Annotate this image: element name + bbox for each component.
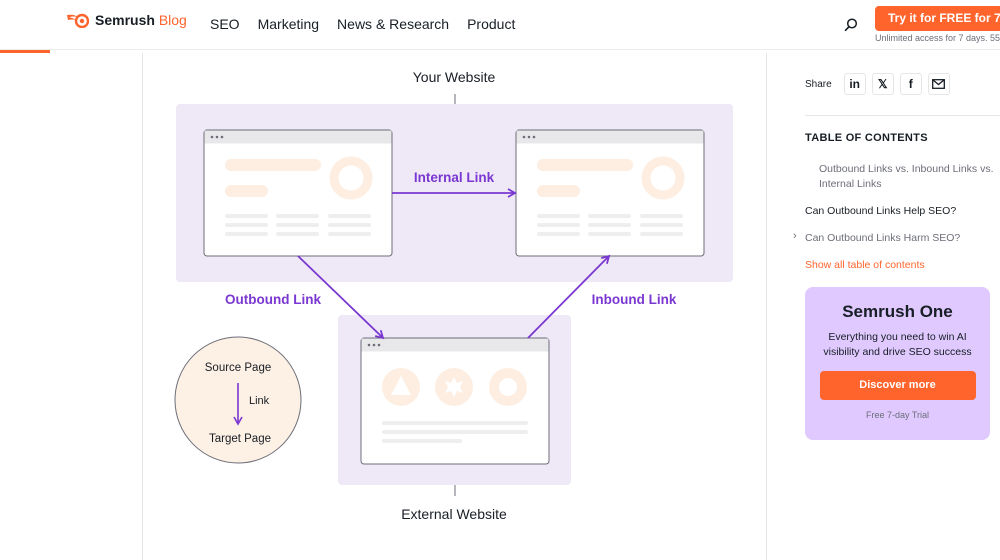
content-divider-right (766, 53, 767, 560)
outbound-link-arrow (297, 255, 385, 340)
promo-description: Everything you need to win AI visibility… (823, 331, 972, 358)
x-icon[interactable]: 𝕏 (871, 73, 894, 95)
main-nav: SEO Marketing News & Research Product (210, 16, 515, 32)
search-icon[interactable] (843, 17, 859, 33)
mail-icon[interactable] (927, 73, 950, 95)
legend-source-page: Source Page (205, 362, 272, 374)
link-types-diagram: Your Website Internal Link (174, 69, 733, 522)
logo-name: Semrush (95, 12, 155, 28)
outbound-link-label: Outbound Link (225, 292, 321, 307)
discover-more-button[interactable]: Discover more (819, 371, 976, 400)
nav-item-product[interactable]: Product (467, 16, 516, 32)
logo-suffix: Blog (158, 12, 187, 28)
article-sidebar: Share in 𝕏 f TABLE OF CONTENTS Outbound … (790, 53, 1000, 560)
legend-link: Link (249, 395, 270, 407)
free-trial-subtext: Unlimited access for 7 days. 55+ tools (875, 33, 1000, 43)
internal-target-window (515, 129, 705, 257)
your-website-label: Your Website (413, 69, 496, 85)
toc-item-link-types[interactable]: Outbound Links vs. Inbound Links vs. Int… (819, 163, 994, 190)
facebook-icon[interactable]: f (899, 73, 922, 95)
semrush-one-promo: Semrush One Everything you need to win A… (805, 287, 990, 440)
chevron-right-icon: › (793, 230, 797, 242)
share-bar: Share in 𝕏 f (805, 73, 950, 95)
toc-item-harm-seo[interactable]: Can Outbound Links Harm SEO? (805, 232, 961, 244)
external-page-window (360, 337, 550, 465)
sidebar-divider (805, 115, 1000, 116)
internal-link-label: Internal Link (414, 170, 495, 185)
nav-item-seo[interactable]: SEO (210, 16, 240, 32)
fireball-icon (67, 13, 89, 28)
promo-trial-note: Free 7-day Trial (865, 410, 930, 420)
content-divider-left (142, 53, 143, 560)
inbound-link-label: Inbound Link (592, 292, 677, 307)
source-page-window (203, 129, 393, 257)
share-label: Share (805, 78, 832, 90)
legend-target-page: Target Page (209, 433, 271, 445)
free-trial-button[interactable]: Try it for FREE for 7 days (875, 6, 1000, 31)
nav-item-marketing[interactable]: Marketing (257, 16, 320, 32)
linkedin-icon[interactable]: in (843, 73, 866, 95)
legend-circle: Source Page Link Target Page (174, 336, 302, 464)
nav-item-news-research[interactable]: News & Research (337, 16, 450, 32)
promo-title: Semrush One (842, 302, 953, 321)
semrush-logo[interactable]: Semrush Blog (65, 12, 187, 28)
site-header: Semrush Blog SEO Marketing News & Resear… (0, 0, 1000, 50)
external-website-label: External Website (401, 506, 507, 522)
reading-progress-bar (0, 50, 50, 53)
toc-title: TABLE OF CONTENTS (805, 132, 928, 144)
inbound-link-arrow (527, 254, 611, 339)
toc-item-help-seo[interactable]: Can Outbound Links Help SEO? (805, 205, 957, 217)
toc-show-all-link[interactable]: Show all table of contents (805, 259, 925, 271)
